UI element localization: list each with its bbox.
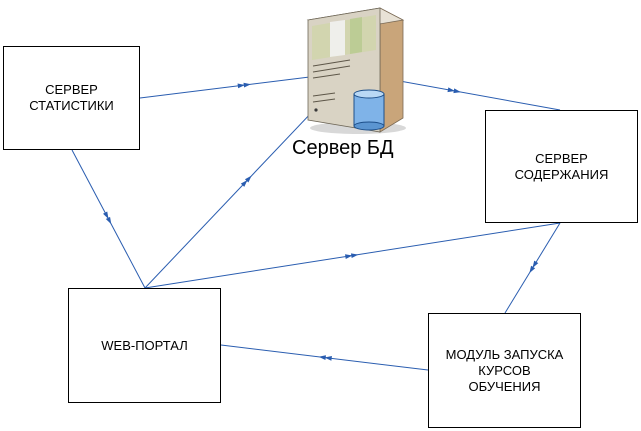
launch-module-label-line-3: ОБУЧЕНИЯ [468,378,541,394]
stats-server-box[interactable]: СЕРВЕР СТАТИСТИКИ [3,46,140,150]
connector-arrowhead-launch_module-web_portal-1 [318,355,326,361]
content-server-box[interactable]: СЕРВЕР СОДЕРЖАНИЯ [485,110,638,223]
connectors-layer [71,71,561,371]
db-server-label: Сервер БД [292,137,394,159]
connector-arrowhead-web_portal-db_server-1 [244,175,252,183]
stats-server-label-line-2: СТАТИСТИКИ [29,98,114,113]
connector-arrowhead-stats_server-db_server-1 [243,82,251,88]
connector-arrowhead-stats_server-web_portal-1 [105,216,112,225]
connector-arrowhead-stats_server-db_server-0 [237,83,245,89]
launch-module-label-line-1: МОДУЛЬ ЗАПУСКА [445,346,564,362]
web-portal-label: WEB-ПОРТАЛ [101,337,188,353]
launch-module-box[interactable]: МОДУЛЬ ЗАПУСКА КУРСОВ ОБУЧЕНИЯ [428,313,581,428]
connector-arrowhead-web_portal-content_server-0 [345,254,353,259]
content-server-label-line-1: СЕРВЕР [535,150,588,166]
connector-arrowhead-web_portal-content_server-1 [350,253,359,259]
connector-arrowhead-db_server-content_server-1 [453,88,461,94]
connector-arrowhead-content_server-launch_module-0 [532,260,539,268]
database-server-icon [306,7,406,134]
connector-arrowhead-db_server-content_server-0 [447,87,455,93]
launch-module-label-line-2: КУРСОВ [478,362,531,378]
content-server-label-line-2: СОДЕРЖАНИЯ [514,166,609,182]
connector-arrowhead-web_portal-db_server-0 [240,180,248,187]
connector-arrowhead-stats_server-web_portal-0 [103,211,109,219]
stats-server-label-line-1: СЕРВЕР [45,82,98,97]
connector-arrowhead-launch_module-web_portal-0 [324,355,332,361]
web-portal-box[interactable]: WEB-ПОРТАЛ [68,288,221,403]
connector-arrowhead-content_server-launch_module-1 [529,265,536,274]
